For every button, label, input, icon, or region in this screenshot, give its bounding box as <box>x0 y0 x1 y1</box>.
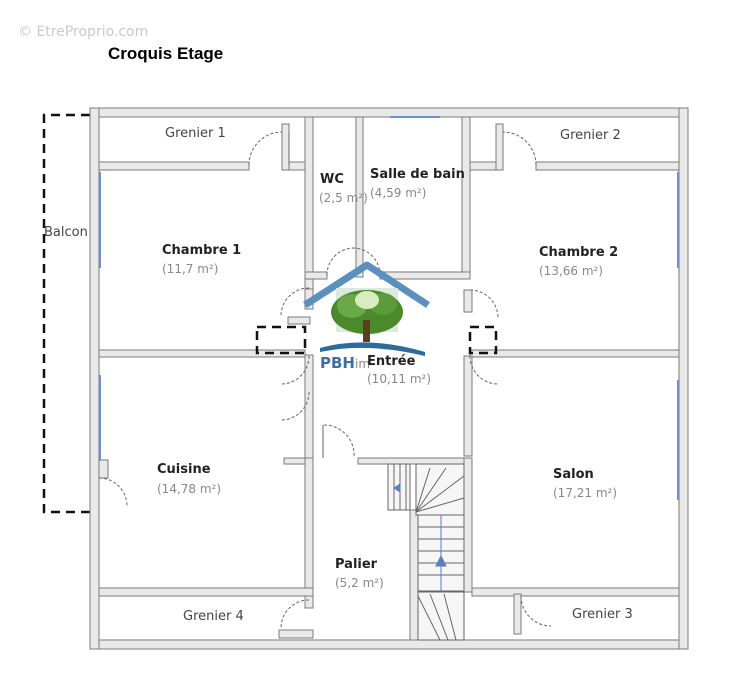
agency-logo: PBH im <box>303 261 430 372</box>
room-wc-area: (2,5 m²) <box>319 191 368 205</box>
room-palier-area: (5,2 m²) <box>335 576 384 590</box>
room-entree-label: Entrée <box>367 354 416 369</box>
room-grenier1-label: Grenier 1 <box>165 126 226 141</box>
room-sdb-area: (4,59 m²) <box>370 186 426 200</box>
room-grenier4-label: Grenier 4 <box>183 609 244 624</box>
windows <box>99 116 679 500</box>
room-entree-area: (10,11 m²) <box>367 372 431 386</box>
room-chambre2-label: Chambre 2 <box>539 245 618 260</box>
logo-text: PBH <box>320 354 355 372</box>
room-salon-area: (17,21 m²) <box>553 486 617 500</box>
room-sdb-label: Salle de bain <box>370 167 465 182</box>
staircase <box>387 463 465 641</box>
room-chambre1-label: Chambre 1 <box>162 243 241 258</box>
outer-walls <box>89 107 689 650</box>
room-cuisine-area: (14,78 m²) <box>157 482 221 496</box>
room-salon-label: Salon <box>553 467 594 482</box>
plan-title: Croquis Etage <box>108 44 224 63</box>
room-cuisine-label: Cuisine <box>157 462 211 477</box>
room-chambre2-area: (13,66 m²) <box>539 264 603 278</box>
closet-right <box>468 325 498 355</box>
room-balcon-label: Balcon <box>44 225 88 240</box>
room-wc-label: WC <box>320 172 344 187</box>
room-chambre1-area: (11,7 m²) <box>162 262 218 276</box>
watermark: © EtreProprio.com <box>18 24 149 40</box>
interior-walls <box>98 116 680 641</box>
doors <box>98 131 552 629</box>
logo-suffix: im <box>355 357 370 371</box>
room-palier-label: Palier <box>335 557 378 572</box>
room-grenier2-label: Grenier 2 <box>560 128 621 143</box>
balcony-outline <box>42 113 92 514</box>
closet-left <box>255 325 307 355</box>
room-grenier3-label: Grenier 3 <box>572 607 633 622</box>
